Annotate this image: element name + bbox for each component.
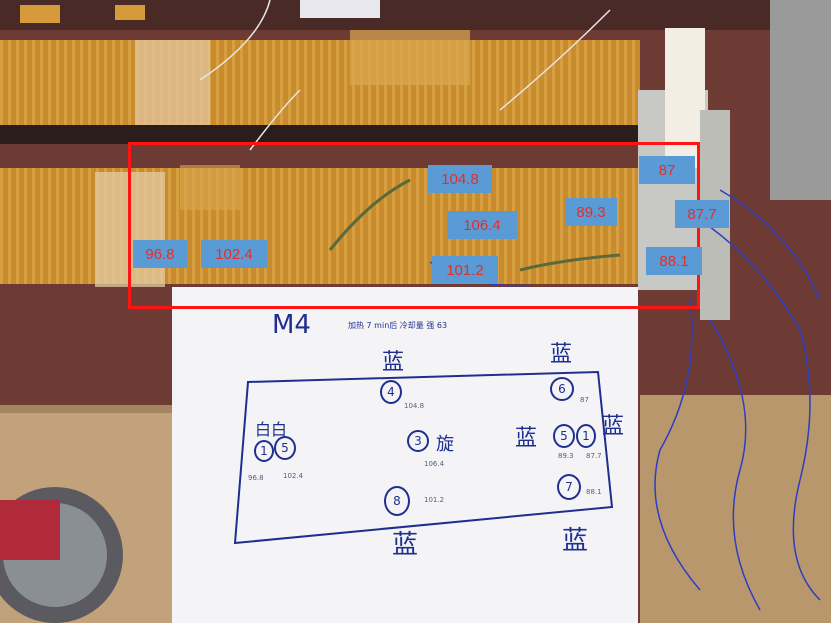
sensor-circle-3: 3 xyxy=(407,430,429,452)
mark-right: 蓝 xyxy=(602,414,625,439)
sensor-circle-6: 6 xyxy=(550,377,574,401)
sensor-circle-1: 1 xyxy=(254,440,274,462)
small-value-5: 101.2 xyxy=(424,496,445,504)
sensor-circle-4: 4 xyxy=(380,380,402,404)
small-value-1: 96.8 xyxy=(248,474,264,482)
small-value-7: 89.3 xyxy=(558,452,574,460)
temp-label-8: 87.7 xyxy=(675,200,729,228)
mark-mid: 蓝 xyxy=(515,426,538,451)
sensor-circle-7: 7 xyxy=(557,474,581,500)
temp-label-9: 88.1 xyxy=(646,247,702,275)
small-value-9: 88.1 xyxy=(586,488,602,496)
sheet-note: 加热 7 min后 冷却量 强 63 xyxy=(348,321,448,330)
small-value-4: 106.4 xyxy=(424,460,445,468)
floor-area-right xyxy=(640,395,831,623)
paper-sheet xyxy=(172,287,638,623)
temp-label-7: 87 xyxy=(639,156,695,184)
heater-panel-top xyxy=(0,30,640,125)
sensor-circle-1b: 1 xyxy=(576,424,596,448)
temp-label-3: 104.8 xyxy=(428,165,492,193)
drawn-outline xyxy=(233,370,614,545)
small-value-8: 87.7 xyxy=(586,452,602,460)
label-left: 白白 xyxy=(255,420,288,439)
temp-label-1: 96.8 xyxy=(133,240,187,268)
mark-bottom-left: 蓝 xyxy=(392,530,419,560)
heater-panel-bottom xyxy=(0,165,670,287)
temp-label-2: 102.4 xyxy=(201,240,267,268)
temp-label-6: 89.3 xyxy=(565,198,617,226)
mark-bottom-right: 蓝 xyxy=(562,526,589,556)
mark-top-right: 蓝 xyxy=(550,342,573,367)
small-value-3: 104.8 xyxy=(404,402,425,410)
small-value-2: 102.4 xyxy=(283,472,304,480)
small-value-6: 87 xyxy=(580,396,589,404)
sensor-circle-8: 8 xyxy=(384,486,410,516)
wall-right xyxy=(770,0,831,200)
temp-label-4: 106.4 xyxy=(447,211,517,239)
sensor-circle-5b: 5 xyxy=(553,424,575,448)
sheet-title: M4 xyxy=(272,310,311,340)
temp-label-5: 101.2 xyxy=(432,256,498,284)
mark-top-left: 蓝 xyxy=(382,350,405,375)
sensor-circle-5: 5 xyxy=(274,436,296,460)
label-center: 旋 xyxy=(436,434,454,455)
